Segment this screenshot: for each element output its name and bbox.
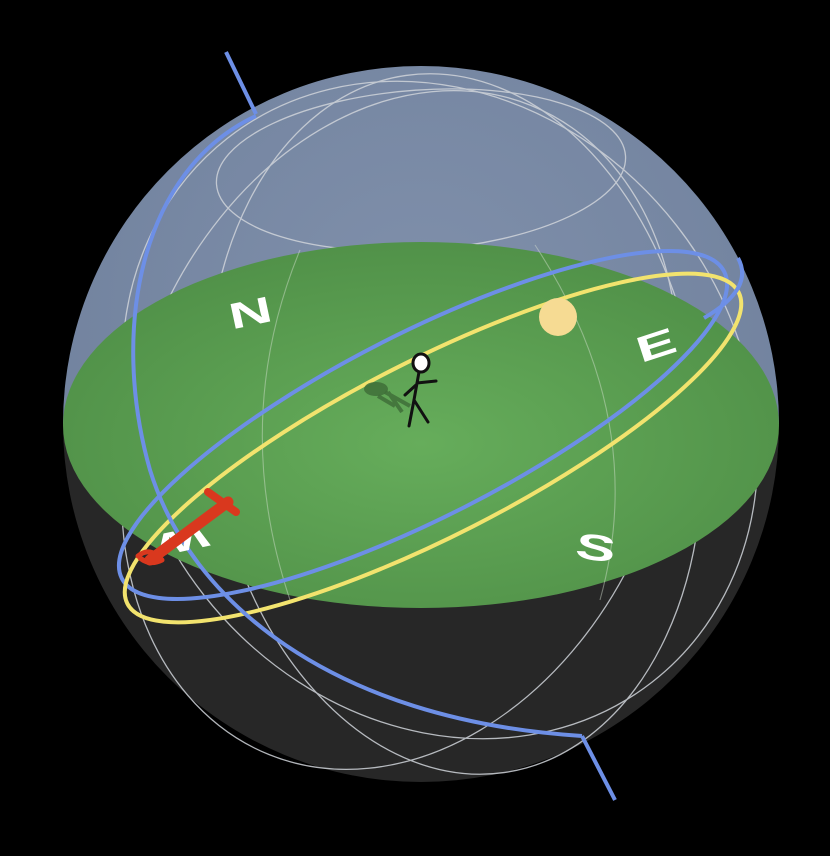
grid-arc-ground-1 <box>261 249 301 601</box>
horizon-plane <box>63 242 779 608</box>
meridian-upper-right <box>702 257 745 320</box>
observer-shadow-head <box>364 382 388 396</box>
observer-figure <box>364 352 438 428</box>
meridian-circle <box>131 114 583 738</box>
celestial-axis-south <box>580 735 617 801</box>
red-annotation-bar <box>144 496 234 566</box>
observer-head <box>411 352 431 374</box>
red-annotation-scribble <box>135 549 165 566</box>
celestial-equator <box>116 249 730 601</box>
direction-south: S <box>573 525 618 571</box>
observer-shadow-body <box>376 390 411 414</box>
direction-north: N <box>225 289 276 338</box>
observer-body <box>403 370 438 428</box>
red-annotation-top-cap <box>204 488 240 516</box>
sun <box>539 298 577 336</box>
red-annotation <box>135 488 240 566</box>
celestial-axis-north <box>224 51 258 115</box>
sun-path <box>122 271 744 625</box>
